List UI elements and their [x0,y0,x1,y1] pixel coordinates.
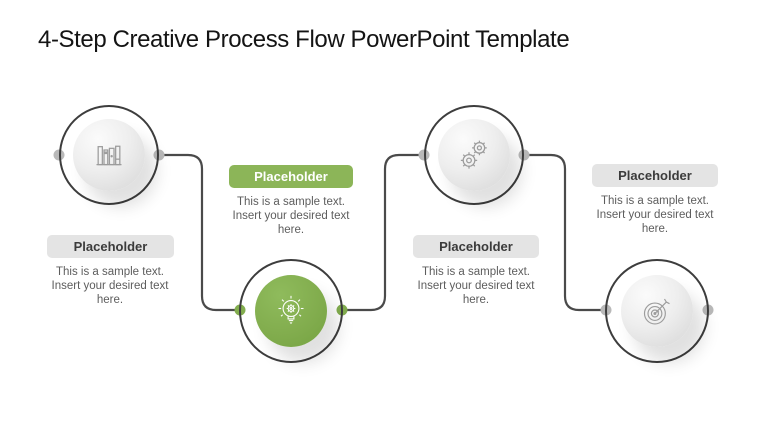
step-1-disc [73,119,145,191]
step-4-ring [605,259,709,363]
step-1-description: This is a sample text. Insert your desir… [51,266,169,306]
step-4-disc [621,275,693,347]
step-2-ring [239,259,343,363]
step-3-description: This is a sample text. Insert your desir… [417,266,535,306]
connector-step1-step2 [159,153,241,312]
step-3-badge: Placeholder [413,235,539,258]
connector-step3-step4 [524,153,607,312]
slide-title: 4-Step Creative Process Flow PowerPoint … [38,26,570,53]
connector-step2-step3 [341,153,424,312]
step-3-ring [424,105,524,205]
lightbulb-gear-icon [278,295,304,325]
step-1-ring [59,105,159,205]
target-icon [643,298,670,325]
step-4-description: This is a sample text. Insert your desir… [596,195,714,235]
gears-icon [460,140,487,169]
step-1-badge: Placeholder [47,235,174,258]
books-icon [96,145,122,166]
step-2-disc [255,275,327,347]
step-2-description: This is a sample text. Insert your desir… [232,196,350,236]
step-3-disc [438,119,510,191]
step-4-badge: Placeholder [592,164,718,187]
step-2-badge: Placeholder [229,165,353,188]
